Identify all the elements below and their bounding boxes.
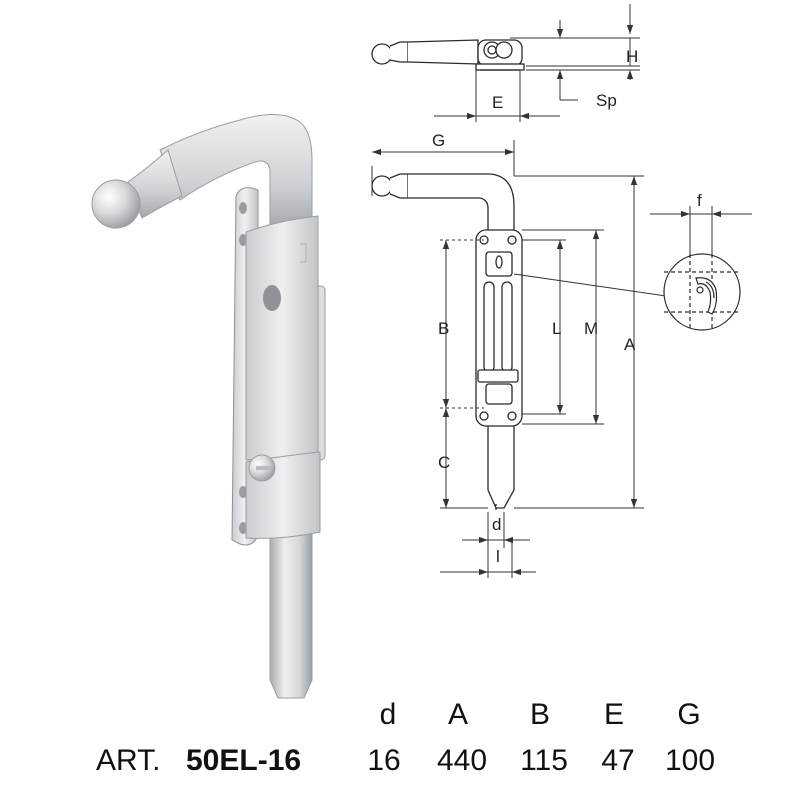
sleeve-mark xyxy=(300,243,307,263)
header-A: A xyxy=(447,698,469,731)
value-G: 100 xyxy=(664,744,716,777)
spec-table-header: d A B E G xyxy=(0,698,800,738)
value-B: 115 xyxy=(520,744,568,777)
slot-hole xyxy=(263,285,281,311)
article-prefix: ART. xyxy=(96,744,161,777)
detail-circle xyxy=(663,253,741,331)
dim-label-E: E xyxy=(492,93,503,112)
dim-label-B: B xyxy=(438,319,449,338)
dim-label-M: M xyxy=(584,319,598,338)
dim-label-H: H xyxy=(626,47,638,66)
dim-label-A: A xyxy=(624,335,636,354)
dim-label-C: C xyxy=(438,453,450,472)
dim-label-G: G xyxy=(432,131,445,150)
value-A: 440 xyxy=(436,744,488,777)
detail-dimension xyxy=(650,206,752,254)
header-G: G xyxy=(677,698,701,731)
top-view-drawing xyxy=(371,39,525,71)
front-view-dimensions xyxy=(371,140,667,578)
top-view-dimensions xyxy=(434,4,640,122)
value-E: 47 xyxy=(601,744,635,777)
dim-label-L: L xyxy=(552,319,561,338)
bolt-3d-render xyxy=(91,113,326,699)
front-view-drawing xyxy=(371,173,523,512)
dim-label-Sp: Sp xyxy=(596,91,617,110)
header-B: B xyxy=(529,698,551,731)
value-d: 16 xyxy=(367,744,401,777)
handle-grip xyxy=(127,149,183,219)
dim-label-l: l xyxy=(496,547,500,566)
upper-sleeve xyxy=(245,215,319,461)
spec-table-values: ART. 50EL-16 16 440 115 47 100 xyxy=(0,744,800,784)
handle-knob xyxy=(91,179,141,229)
article-code: 50EL-16 xyxy=(186,744,302,777)
dim-label-f: f xyxy=(697,191,702,210)
header-d: d xyxy=(379,698,397,731)
header-E: E xyxy=(603,698,625,731)
dim-label-d: d xyxy=(492,515,501,534)
handle-arm xyxy=(159,113,313,231)
